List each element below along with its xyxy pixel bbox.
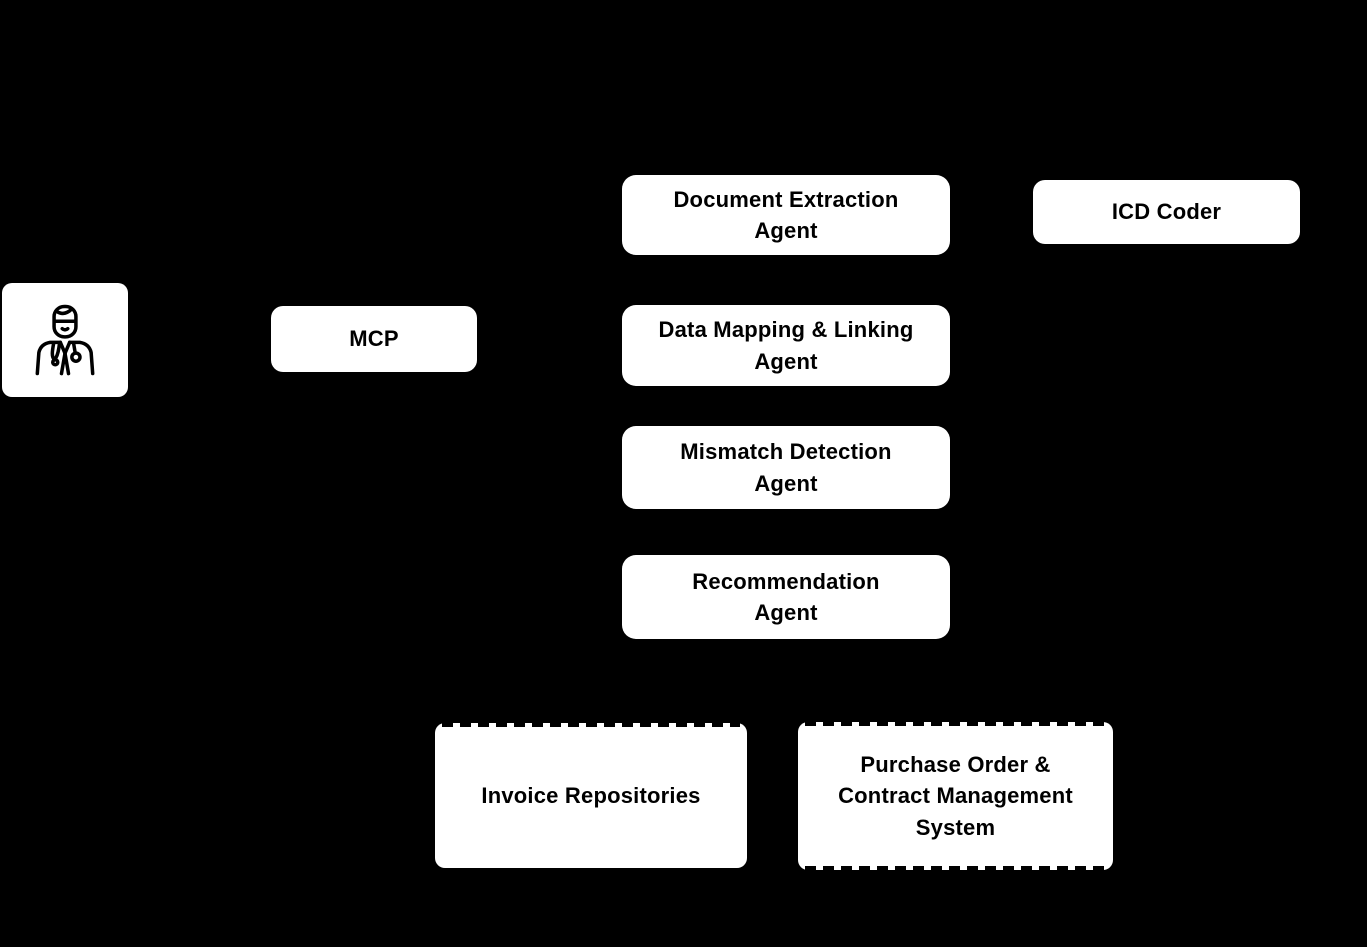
node-label: ICD Coder [1111, 199, 1222, 225]
node-label: Mismatch Detection Agent [680, 439, 892, 496]
node-label: Recommendation Agent [692, 568, 880, 625]
recommendation-agent-node: Recommendation Agent [622, 555, 950, 639]
node-label: Invoice Repositories [481, 782, 701, 808]
icd-coder-node: ICD Coder [1033, 180, 1300, 244]
document-extraction-agent-node: Document Extraction Agent [622, 175, 950, 255]
node-label: Purchase Order & Contract Management Sys… [838, 752, 1073, 840]
node-label: Data Mapping & Linking Agent [658, 317, 914, 374]
doctor-icon [24, 295, 106, 385]
mismatch-detection-agent-node: Mismatch Detection Agent [622, 426, 950, 509]
data-mapping-linking-agent-node: Data Mapping & Linking Agent [622, 305, 950, 386]
node-label: MCP [349, 326, 399, 352]
invoice-repositories-node: Invoice Repositories [435, 723, 747, 868]
mcp-node: MCP [271, 306, 477, 372]
purchase-order-contract-management-system-node: Purchase Order & Contract Management Sys… [798, 722, 1113, 870]
node-label: Document Extraction Agent [673, 186, 899, 243]
doctor-user-node [2, 283, 128, 397]
